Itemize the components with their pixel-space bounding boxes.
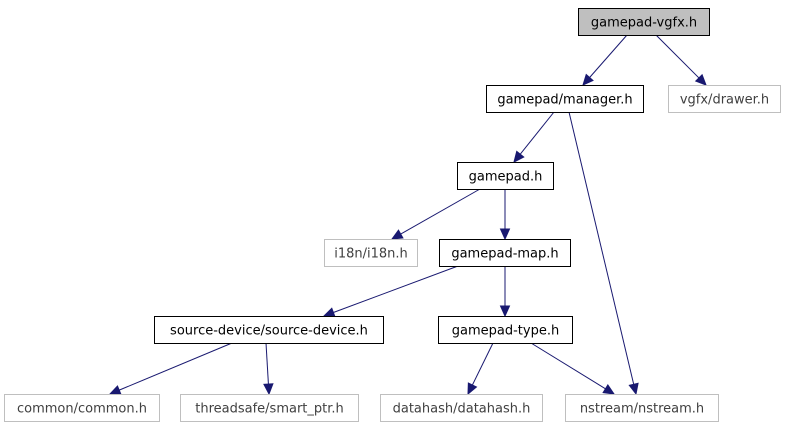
- node-label-manager: gamepad/manager.h: [497, 93, 632, 108]
- node-box-manager: [486, 85, 644, 113]
- node-label-nstream: nstream/nstream.h: [580, 402, 704, 417]
- edge-arrowhead-manager-to-nstream: [628, 382, 639, 396]
- node-box-i18n: [324, 239, 418, 267]
- edge-gamepad-map-to-source-device: [333, 265, 459, 313]
- edge-manager-to-gamepad: [519, 111, 555, 155]
- node-gamepad-map[interactable]: gamepad-map.h: [439, 239, 571, 267]
- edges-layer: [108, 34, 707, 396]
- node-source-device[interactable]: source-device/source-device.h: [154, 316, 384, 344]
- node-box-drawer: [668, 85, 781, 113]
- node-gamepad-vgfx[interactable]: gamepad-vgfx.h: [578, 8, 710, 36]
- node-gamepad-type[interactable]: gamepad-type.h: [438, 316, 573, 344]
- edge-arrowhead-gamepad-vgfx-to-drawer: [694, 73, 707, 86]
- node-label-gamepad: gamepad.h: [469, 170, 543, 185]
- node-label-datahash: datahash/datahash.h: [393, 402, 531, 417]
- edge-gamepad-type-to-nstream: [530, 342, 606, 390]
- edge-manager-to-nstream: [568, 111, 635, 385]
- node-label-drawer: vgfx/drawer.h: [680, 93, 769, 108]
- node-box-gamepad-map: [439, 239, 571, 267]
- edge-arrowhead-gamepad-to-gamepad-map: [499, 228, 511, 241]
- edge-arrowhead-gamepad-to-i18n: [390, 229, 404, 240]
- nodes-layer: gamepad-vgfx.h gamepad/manager.h vgfx/draw…: [4, 8, 781, 422]
- edge-gamepad-type-to-datahash: [471, 342, 494, 386]
- node-common: common/common.h: [4, 394, 160, 422]
- node-manager[interactable]: gamepad/manager.h: [486, 85, 644, 113]
- edge-arrowhead-gamepad-map-to-source-device: [322, 307, 336, 318]
- node-label-smart-ptr: threadsafe/smart_ptr.h: [195, 402, 344, 417]
- node-smart-ptr: threadsafe/smart_ptr.h: [180, 394, 359, 422]
- node-box-source-device: [154, 316, 384, 344]
- edge-arrowhead-gamepad-type-to-datahash: [467, 382, 478, 396]
- edge-gamepad-to-i18n: [400, 188, 481, 235]
- node-box-datahash: [380, 394, 543, 422]
- node-nstream: nstream/nstream.h: [565, 394, 719, 422]
- node-label-common: common/common.h: [17, 402, 147, 417]
- node-drawer: vgfx/drawer.h: [668, 85, 781, 113]
- edge-source-device-to-smart-ptr: [265, 342, 269, 385]
- edge-arrowhead-gamepad-map-to-gamepad-type: [499, 305, 511, 318]
- edge-source-device-to-common: [119, 342, 233, 391]
- node-box-gamepad-vgfx: [578, 8, 710, 36]
- node-box-gamepad-type: [438, 316, 573, 344]
- node-label-source-device: source-device/source-device.h: [170, 324, 368, 339]
- node-box-smart-ptr: [180, 394, 359, 422]
- edge-arrowhead-source-device-to-smart-ptr: [263, 383, 274, 396]
- edge-gamepad-vgfx-to-manager: [589, 34, 628, 78]
- node-i18n: i18n/i18n.h: [324, 239, 418, 267]
- edge-arrowhead-source-device-to-common: [108, 385, 122, 395]
- node-label-i18n: i18n/i18n.h: [334, 247, 408, 262]
- node-label-gamepad-vgfx: gamepad-vgfx.h: [591, 16, 697, 31]
- edge-arrowhead-manager-to-gamepad: [513, 150, 525, 163]
- node-box-common: [4, 394, 160, 422]
- node-box-gamepad: [457, 162, 554, 190]
- edge-gamepad-vgfx-to-drawer: [655, 34, 700, 79]
- node-gamepad[interactable]: gamepad.h: [457, 162, 554, 190]
- node-datahash: datahash/datahash.h: [380, 394, 543, 422]
- edge-arrowhead-gamepad-vgfx-to-manager: [582, 73, 594, 86]
- node-box-nstream: [565, 394, 719, 422]
- node-label-gamepad-map: gamepad-map.h: [451, 247, 558, 262]
- node-label-gamepad-type: gamepad-type.h: [452, 324, 559, 339]
- edge-arrowhead-gamepad-type-to-nstream: [602, 384, 616, 395]
